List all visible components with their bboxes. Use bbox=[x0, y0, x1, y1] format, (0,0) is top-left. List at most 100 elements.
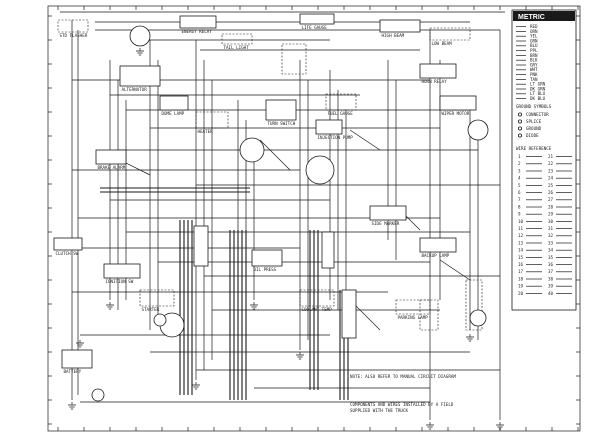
note-1: NOTE: ALSO REFER TO MANUAL CIRCUIT DIAGR… bbox=[350, 374, 456, 379]
component-box bbox=[299, 13, 335, 25]
component-label: INJECTION PUMP bbox=[318, 135, 354, 140]
legend-ref-item: 24 bbox=[548, 176, 554, 181]
legend-ref-item: 11 bbox=[518, 226, 524, 231]
component-box bbox=[419, 237, 457, 253]
component-box bbox=[369, 205, 407, 221]
ground-symbols bbox=[68, 48, 504, 430]
component-label: HORN RELAY bbox=[422, 79, 448, 84]
component-label: BATTERY bbox=[64, 369, 82, 374]
component-label: WIPER MOTOR bbox=[442, 111, 470, 116]
legend-ref-item: 30 bbox=[548, 219, 554, 224]
legend-ref-item: 26 bbox=[548, 190, 554, 195]
legend-row-label: ORN bbox=[530, 29, 538, 34]
component-label: BRAKE ALARM bbox=[98, 165, 126, 170]
component-box bbox=[57, 19, 89, 33]
legend-ref-item: 38 bbox=[548, 276, 554, 281]
component-label: DOME LAMP bbox=[162, 111, 185, 116]
legend-row-label: GRY bbox=[530, 62, 538, 67]
component-label: ENERGY RELAY bbox=[182, 29, 213, 34]
ground-symbol bbox=[68, 402, 76, 410]
component-label: TURN SWITCH bbox=[268, 121, 296, 126]
component-box bbox=[395, 299, 431, 315]
component-label: LOW BEAM bbox=[432, 41, 453, 46]
round-components bbox=[91, 25, 489, 402]
legend-ref-item: 5 bbox=[518, 183, 521, 188]
component-box bbox=[103, 263, 141, 279]
legend-ref-item: 40 bbox=[548, 291, 554, 296]
component-box bbox=[139, 289, 175, 307]
component-label: TAIL LIGHT bbox=[224, 45, 250, 50]
ground-symbol bbox=[296, 352, 304, 360]
component-box bbox=[179, 15, 217, 29]
legend-ref-item: 16 bbox=[518, 262, 524, 267]
legend-row-label: PNK bbox=[530, 72, 538, 77]
wire-harness bbox=[60, 11, 505, 420]
legend-ref-item: 6 bbox=[518, 190, 521, 195]
legend-ref-item: 13 bbox=[518, 240, 524, 245]
component-label: SIDE MARKER bbox=[372, 221, 400, 226]
legend-ref-item: 37 bbox=[548, 269, 554, 274]
component-label: OIL PRESS bbox=[254, 267, 277, 272]
legend-ref-item: 22 bbox=[548, 161, 554, 166]
legend-row-label: YEL bbox=[530, 34, 538, 39]
legend-title-bar bbox=[513, 11, 575, 21]
component-box bbox=[439, 95, 477, 111]
ruler-ticks bbox=[48, 6, 580, 431]
legend-ref-item: 7 bbox=[518, 197, 521, 202]
legend-ref-item: 39 bbox=[548, 284, 554, 289]
component-box bbox=[53, 237, 83, 251]
connector-blocks bbox=[193, 43, 483, 339]
component-label: HIGH BEAM bbox=[382, 33, 405, 38]
legend-ref-item: 4 bbox=[518, 176, 521, 181]
ground-symbol bbox=[496, 422, 504, 430]
component-box bbox=[265, 99, 297, 121]
legend-ref-item: 21 bbox=[548, 154, 554, 159]
component-box bbox=[299, 289, 335, 307]
legend-ref-item: 1 bbox=[518, 154, 521, 159]
legend-ref-list: 1234567891011121314151617181920212223242… bbox=[518, 154, 572, 296]
legend-row-label: GRN bbox=[530, 38, 538, 43]
legend-ref-item: 14 bbox=[518, 248, 524, 253]
component-box bbox=[315, 119, 343, 135]
component-box bbox=[159, 95, 189, 111]
ground-symbol bbox=[192, 382, 200, 390]
ground-symbol bbox=[426, 422, 434, 430]
component-label: LIFE GAUGE bbox=[302, 25, 328, 30]
note-2: COMPONENTS AND WIRES INSTALLED BY A FIEL… bbox=[350, 402, 454, 407]
legend-ref-item: 9 bbox=[518, 212, 521, 217]
ground-symbol bbox=[136, 48, 144, 56]
component-label: CLUTCH SW bbox=[56, 251, 79, 256]
component-box bbox=[61, 349, 93, 369]
component-box bbox=[251, 249, 283, 267]
legend-row-label: DK BLU bbox=[530, 96, 546, 101]
frame-border bbox=[47, 5, 581, 432]
component-labels: STD FLASHER ENERGY RELAY LIFE GAUGE TAIL LI… bbox=[56, 25, 470, 374]
legend-ref-item: 31 bbox=[548, 226, 554, 231]
legend-ref-item: 29 bbox=[548, 212, 554, 217]
note-3: SUPPLIED WITH THE TRUCK bbox=[350, 408, 408, 413]
component-label: HEATER bbox=[198, 129, 214, 134]
legend-symbol-note: SPLICE bbox=[526, 119, 542, 124]
legend-row-label: TAN bbox=[530, 77, 538, 82]
ground-symbol bbox=[250, 302, 258, 310]
legend-ref-item: 2 bbox=[518, 161, 521, 166]
component-box bbox=[195, 111, 229, 129]
legend-ref-item: 25 bbox=[548, 183, 554, 188]
legend-row-label: WHT bbox=[530, 67, 538, 72]
legend-symbol-note: DIODE bbox=[526, 133, 539, 138]
legend-ref-item: 33 bbox=[548, 240, 554, 245]
component-box bbox=[119, 65, 161, 87]
legend-row-label: RED bbox=[530, 24, 538, 29]
component-label: ALTERNATOR bbox=[122, 87, 148, 92]
legend-ref-item: 17 bbox=[518, 269, 524, 274]
legend-ref-item: 12 bbox=[518, 233, 524, 238]
legend-ref-item: 10 bbox=[518, 219, 524, 224]
legend-ref-item: 36 bbox=[548, 262, 554, 267]
component-box bbox=[325, 93, 357, 111]
legend-ref-item: 23 bbox=[548, 168, 554, 173]
component-label: STD FLASHER bbox=[60, 33, 88, 38]
component-box bbox=[95, 149, 127, 165]
